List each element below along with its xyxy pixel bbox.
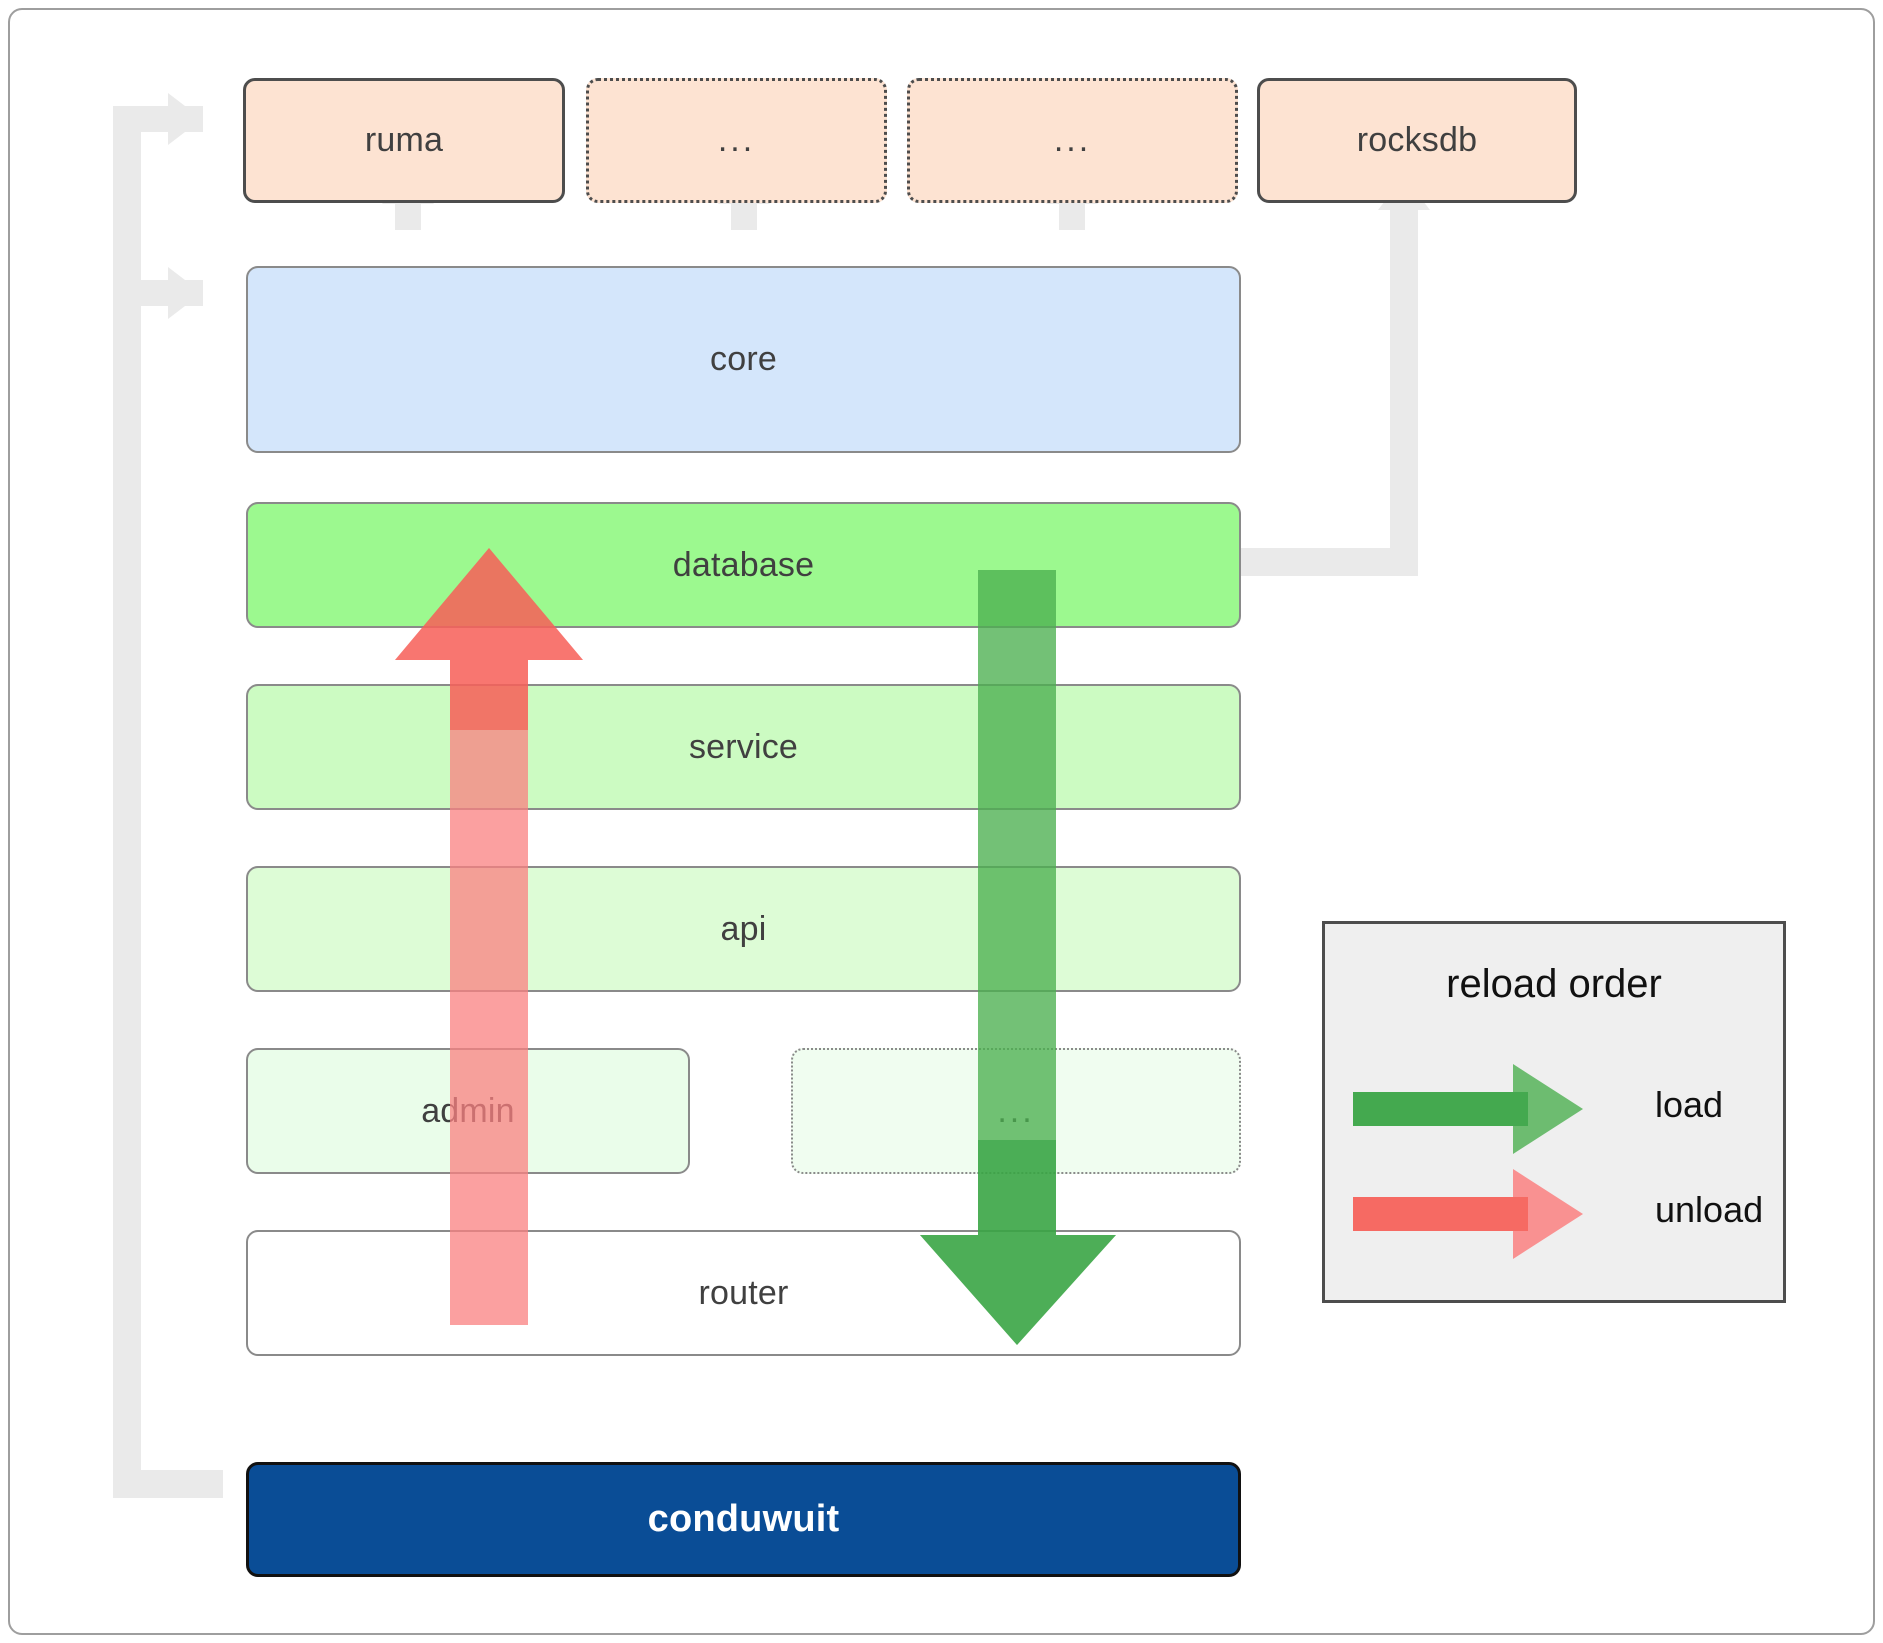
legend-label-unload: unload [1655, 1189, 1764, 1230]
layer-box-api[interactable]: api [246, 866, 1241, 992]
dependency-box-ellipsis-2[interactable]: ... [907, 78, 1238, 203]
dependency-label-ellipsis-1: ... [717, 121, 756, 159]
connector-core-to-dep1-stem [731, 200, 757, 230]
layer-label-router: router [698, 1273, 789, 1312]
layer-label-admin: admin [421, 1091, 515, 1130]
dependency-label-rocksdb: rocksdb [1356, 121, 1478, 159]
connector-database-to-rocksdb-horizontal [1228, 548, 1418, 576]
dependency-label-ruma: ruma [364, 121, 444, 159]
layer-label-api: api [720, 909, 767, 948]
connector-to-core-arrowhead [168, 267, 202, 319]
layer-label-database: database [672, 545, 815, 584]
layer-label-service: service [688, 727, 799, 766]
dependency-box-ruma[interactable]: ruma [243, 78, 565, 203]
dependency-box-rocksdb[interactable]: rocksdb [1257, 78, 1577, 203]
connector-spine-vertical [113, 106, 141, 1498]
layer-box-service[interactable]: service [246, 684, 1241, 810]
layer-label-core: core [710, 340, 777, 378]
connector-core-to-ruma-stem [395, 200, 421, 230]
legend-panel: reload order load unload [1322, 921, 1786, 1303]
layer-box-database[interactable]: database [246, 502, 1241, 628]
layer-box-router[interactable]: router [246, 1230, 1241, 1356]
connector-core-to-dep2-stem [1059, 200, 1085, 230]
diagram-frame [8, 8, 1875, 1635]
root-box-conduwuit[interactable]: conduwuit [246, 1462, 1241, 1577]
layer-box-core[interactable]: core [246, 266, 1241, 453]
connector-to-ruma-arrowhead [168, 93, 202, 145]
legend-label-load: load [1655, 1084, 1724, 1125]
layer-box-admin[interactable]: admin [246, 1048, 690, 1174]
root-label-conduwuit: conduwuit [647, 1498, 840, 1540]
dependency-box-ellipsis-1[interactable]: ... [586, 78, 887, 203]
legend-title: reload order [1446, 962, 1662, 1006]
layer-box-ellipsis[interactable]: ... [791, 1048, 1241, 1174]
connector-database-to-rocksdb-vertical [1390, 210, 1418, 576]
connector-spine-to-conduwuit [113, 1470, 223, 1498]
dependency-label-ellipsis-2: ... [1053, 121, 1092, 159]
layer-label-ellipsis: ... [997, 1091, 1035, 1130]
legend-unload-arrow-icon [1353, 1169, 1583, 1259]
legend-load-arrow-icon [1353, 1064, 1583, 1154]
